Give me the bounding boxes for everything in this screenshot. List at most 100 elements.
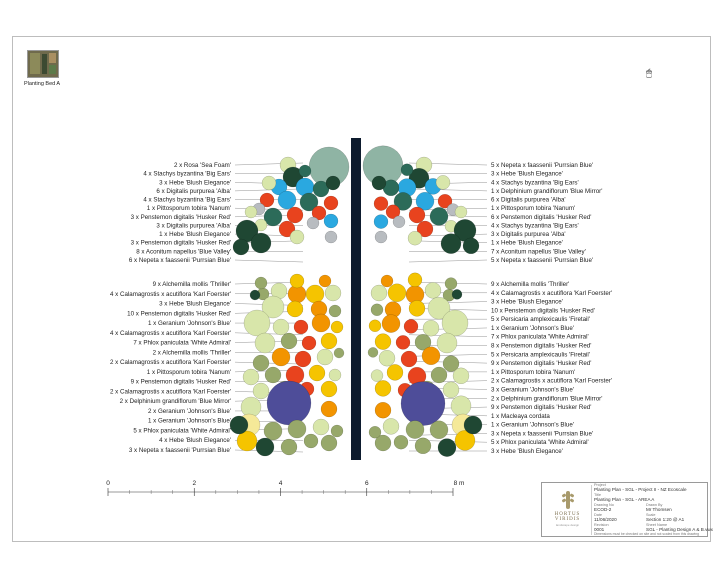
plant-symbol-left <box>272 318 290 336</box>
left-plant-label: 2 x Geranium 'Johnson's Blue' <box>148 408 231 415</box>
plant-symbol-left <box>280 438 298 456</box>
left-plant-label: 3 x Hebe 'Blush Elegance' <box>159 301 231 308</box>
right-plant-label: 3 x Hebe 'Blush Elegance' <box>491 448 563 455</box>
plant-symbol-right <box>452 367 470 385</box>
plant-symbol-left <box>320 380 338 398</box>
left-plant-label: 2 x Delphinium grandiflorum 'Blue Mirror… <box>120 398 231 405</box>
left-plant-label: 2 x Calamagrostis x acutiflora 'Karl Foe… <box>110 359 231 366</box>
plant-symbol-left <box>278 220 296 238</box>
left-plant-label: 4 x Hebe 'Blush Elegance' <box>159 437 231 444</box>
left-plant-label: 1 x Geranium 'Johnson's Blue' <box>148 320 231 327</box>
plant-symbol-left <box>311 313 331 333</box>
plant-symbol-right <box>386 364 404 381</box>
key-plan-thumbnail[interactable] <box>27 50 59 78</box>
plant-symbol-right <box>367 347 379 358</box>
drawing-number-value: ECOD-2 <box>594 507 612 512</box>
plant-symbol-left <box>243 309 271 337</box>
plant-symbol-left <box>308 364 326 382</box>
plant-symbol-right <box>442 381 460 399</box>
plant-symbol-left <box>271 347 291 367</box>
plant-symbol-left <box>328 304 342 318</box>
plant-symbol-left <box>311 205 327 221</box>
plant-symbol-left <box>229 415 249 435</box>
plant-symbol-left <box>263 207 283 227</box>
left-plant-label: 2 x Alchemilla mollis 'Thriller' <box>153 349 231 356</box>
sheet-name-label: Sheet Name <box>646 523 668 527</box>
right-plant-label: 5 x Phlox paniculata 'White Admiral' <box>491 439 589 446</box>
right-plant-label: 1 x Hebe 'Blush Elegance' <box>491 240 563 247</box>
drawing-number-label: Drawing No <box>594 503 614 507</box>
plant-symbol-right <box>462 237 480 255</box>
plant-symbol-left <box>261 175 277 191</box>
plant-symbol-right <box>374 333 392 350</box>
revision-label: Revision <box>594 523 609 527</box>
right-plant-label: 5 x Nepeta x faassenii 'Purrsian Blue' <box>491 162 593 169</box>
title-value: Planting Plan - SGL - AREA A <box>594 497 655 502</box>
right-plant-label: 6 x Digitalis purpurea 'Alba' <box>491 197 566 204</box>
right-leader-line <box>408 354 488 357</box>
right-plant-label: 1 x Geranium 'Johnson's Blue' <box>491 325 574 332</box>
plant-symbol-right <box>437 438 457 457</box>
plant-symbol-left <box>312 180 330 198</box>
plant-symbol-left <box>289 229 305 245</box>
right-plant-label: 2 x Calamagrostis x acutiflora 'Karl Foe… <box>491 378 612 385</box>
project-label: Project <box>594 483 606 487</box>
scale-tick-label: 2 <box>192 480 196 487</box>
right-plant-label: 5 x Persicaria amplexicaulis 'Firetail' <box>491 351 590 358</box>
plant-symbol-right <box>370 369 384 382</box>
date-value: 11/06/2020 <box>594 517 617 522</box>
right-plant-label: 1 x Macleaya cordata <box>491 413 550 420</box>
plant-symbol-left <box>289 273 305 289</box>
plant-symbol-left <box>320 332 338 350</box>
disclaimer-note: Dimensions must be checked on site and n… <box>594 532 699 536</box>
right-plant-label: 7 x Aconitum napellus 'Blue Valley' <box>491 248 586 255</box>
left-leader-line <box>234 259 304 263</box>
plant-symbol-right <box>414 333 432 351</box>
plant-symbol-right <box>435 175 451 190</box>
right-plant-label: 5 x Persicaria amplexicaulis 'Firetail' <box>491 316 590 323</box>
plant-symbol-left <box>244 205 258 219</box>
right-leader-line <box>408 188 488 192</box>
plant-symbol-left <box>263 421 283 441</box>
plant-symbol-right <box>454 205 468 219</box>
plant-symbol-right <box>450 395 472 417</box>
right-plant-label: 1 x Pittosporum tobira 'Nanum' <box>491 205 575 212</box>
left-plant-label: 1 x Pittosporum tobira 'Nanum' <box>147 205 231 212</box>
plant-symbol-left <box>236 430 258 452</box>
plant-symbol-right <box>444 277 458 290</box>
plant-symbol-left <box>277 190 297 210</box>
plant-symbol-right <box>374 230 388 244</box>
right-plant-label: 1 x Geranium 'Johnson's Blue' <box>491 422 574 429</box>
left-plant-label: 3 x Penstemon digitalis 'Husker Red' <box>131 214 231 221</box>
right-leader-line <box>408 259 488 263</box>
plant-symbol-right <box>407 272 423 288</box>
plant-symbol-right <box>374 380 392 397</box>
plant-symbol-right <box>430 366 448 384</box>
central-path <box>351 138 361 460</box>
right-plant-label: 10 x Penstemon digitalis 'Husker Red' <box>491 307 595 314</box>
plant-symbol-left <box>255 437 275 457</box>
plant-symbol-left <box>306 216 320 230</box>
left-plant-label: 10 x Penstemon digitalis 'Husker Red' <box>127 310 231 317</box>
title-label: Title <box>594 493 602 497</box>
left-plant-label: 3 x Hebe 'Blush Elegance' <box>159 179 231 186</box>
plant-symbol-right <box>405 420 425 439</box>
right-plant-label: 1 x Delphinium grandiflorum 'Blue Mirror… <box>491 188 602 195</box>
drawn-by-value: Mr Thomsen <box>646 507 672 512</box>
plant-symbol-left <box>254 332 276 354</box>
right-plant-label: 6 x Penstemon digitalis 'Husker Red' <box>491 214 591 221</box>
right-plant-label: 4 x Stachys byzantina 'Big Ears' <box>491 222 579 229</box>
left-plant-label: 7 x Phlox paniculata 'White Admiral' <box>133 340 231 347</box>
plant-symbol-right <box>451 289 463 300</box>
plant-symbol-left <box>325 175 341 191</box>
sheet-name-value: SGL - Planting Design A & B.vwx <box>646 527 713 532</box>
left-plant-label: 1 x Pittosporum tobira 'Nanum' <box>147 369 231 376</box>
left-plant-label: 3 x Penstemon digitalis 'Husker Red' <box>131 240 231 247</box>
right-plant-label: 3 x Nepeta x faassenii 'Purrsian Blue' <box>491 430 593 437</box>
right-plant-label: 3 x Hebe 'Blush Elegance' <box>491 299 563 306</box>
plant-symbol-right <box>371 175 387 191</box>
plant-symbol-right <box>437 193 453 209</box>
plant-symbol-left <box>323 195 339 211</box>
plant-symbol-right <box>393 192 413 211</box>
